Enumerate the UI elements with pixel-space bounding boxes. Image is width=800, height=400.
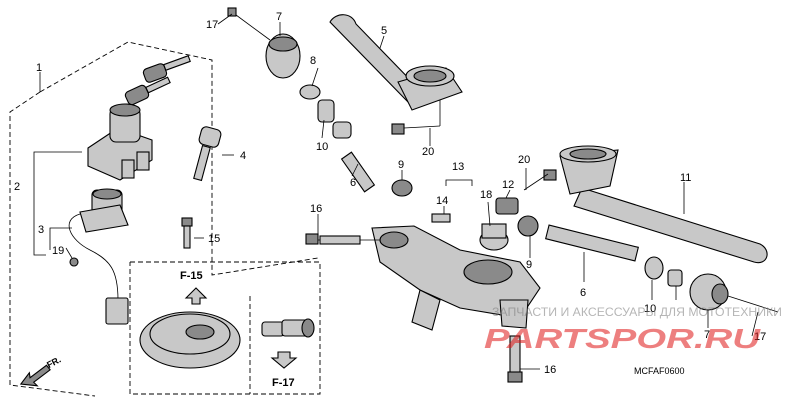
reference-callout-box — [129, 261, 321, 395]
right-weight-group — [517, 215, 779, 313]
part-number-10a: 10 — [316, 141, 328, 153]
part-number-15: 15 — [208, 233, 220, 245]
part-number-14: 14 — [436, 195, 448, 207]
part-number-5: 5 — [381, 25, 387, 37]
rod-6-right — [545, 224, 639, 262]
part-number-labels: 1 2 3 4 5 6 6 7 7 8 9 9 10 10 11 12 13 1… — [14, 11, 766, 376]
part-number-1: 1 — [36, 62, 42, 74]
part-number-4: 4 — [240, 150, 246, 162]
part-number-8: 8 — [310, 55, 316, 67]
part-number-18: 18 — [480, 189, 492, 201]
part-number-16b: 16 — [544, 364, 556, 376]
part-number-13: 13 — [452, 161, 464, 173]
top-bridge — [305, 179, 541, 383]
nut-9 — [391, 179, 413, 197]
bracket-3 — [49, 227, 72, 250]
part-number-11: 11 — [680, 172, 691, 184]
key-blank — [193, 126, 234, 182]
front-arrow-icon — [19, 364, 51, 387]
watermark-logo: PARTSPOR.RU — [484, 323, 761, 354]
part-number-12: 12 — [502, 179, 514, 191]
bolt-20-right — [543, 169, 557, 181]
collar-10-right — [644, 256, 664, 280]
ignition-switch-body — [87, 103, 153, 181]
diagram-code: MCFAF0600 — [634, 366, 685, 376]
cap-12 — [495, 197, 519, 215]
right-handlebar — [523, 145, 768, 264]
part-number-7a: 7 — [276, 11, 282, 23]
key-pair — [124, 55, 191, 106]
part-number-16a: 16 — [310, 203, 322, 215]
assembly-outline-1-left — [9, 91, 96, 397]
part-number-17b: 17 — [754, 331, 766, 343]
part-number-9a: 9 — [398, 159, 404, 171]
screw-17-bottom — [727, 295, 779, 313]
watermark-tagline: ЗАПЧАСТИ И АКСЕССУАРЫ ДЛЯ МОТОТЕХНИКИ — [492, 305, 782, 319]
screw-17-top — [231, 11, 271, 41]
left-handlebar — [329, 14, 463, 135]
rod-6 — [340, 151, 376, 193]
nut-9-right — [517, 215, 539, 237]
bracket-13 — [445, 179, 473, 186]
up-arrow-icon — [184, 287, 208, 305]
down-arrow-icon — [270, 351, 298, 369]
lower-switch — [68, 188, 129, 325]
part-number-20b: 20 — [518, 154, 530, 166]
bracket-2 — [33, 151, 82, 256]
callout-f15: F-15 — [180, 270, 203, 282]
bolt-16-head — [305, 233, 319, 245]
ignition-group — [9, 41, 319, 397]
part-number-9b: 9 — [526, 259, 532, 271]
seat-lock — [261, 318, 315, 338]
cap-14 — [431, 213, 451, 223]
part-number-19: 19 — [52, 245, 64, 257]
assembly-outline-1 — [39, 41, 319, 276]
collar-10 — [317, 99, 335, 123]
part-number-20a: 20 — [422, 146, 434, 158]
front-direction-arrow: FR. — [19, 354, 63, 387]
part-number-10b: 10 — [644, 303, 656, 315]
part-number-3: 3 — [38, 224, 44, 236]
callout-f17: F-17 — [272, 377, 295, 389]
leader-lines — [65, 13, 759, 370]
callout-outline — [129, 261, 321, 395]
bolt-15 — [181, 217, 204, 249]
front-direction-label: FR. — [45, 354, 62, 370]
part-number-6a: 6 — [350, 177, 356, 189]
watermark: ЗАПЧАСТИ И АКСЕССУАРЫ ДЛЯ МОТОТЕХНИКИ PA… — [484, 305, 782, 354]
part-number-17a: 17 — [206, 19, 218, 31]
part-number-7b: 7 — [704, 329, 710, 341]
left-weight-group — [227, 7, 413, 197]
part-number-2: 2 — [14, 181, 20, 193]
part-number-6b: 6 — [580, 287, 586, 299]
